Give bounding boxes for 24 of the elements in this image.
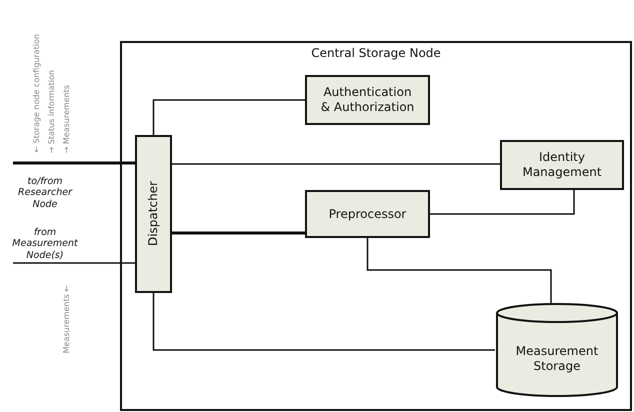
node-label: Dispatcher	[146, 181, 161, 247]
connector-line	[366, 238, 552, 303]
node-label: Identity Management	[521, 150, 603, 180]
process-box	[305, 190, 430, 238]
connector-line	[13, 162, 135, 164]
process-box	[305, 75, 430, 125]
node-label: Preprocessor	[328, 206, 408, 222]
connector-line	[430, 190, 575, 215]
flow-note: Measurements ←	[62, 285, 71, 354]
connector-line	[13, 262, 135, 264]
process-box	[500, 140, 624, 190]
process-box	[135, 135, 172, 293]
container-box	[120, 41, 632, 411]
flow-note: ← Storage node configuration	[32, 34, 41, 153]
node-label: Measurement Storage	[514, 344, 600, 374]
database-cylinder	[495, 302, 619, 398]
container-title: Central Storage Node	[311, 46, 441, 61]
connector-line	[152, 293, 495, 351]
connector-line	[172, 163, 500, 165]
connector-line	[152, 99, 305, 135]
flow-note: → Measurements	[62, 84, 71, 153]
node-label: Authentication & Authorization	[320, 85, 416, 115]
flow-note: → Status information	[47, 70, 56, 153]
connector-line	[172, 232, 305, 234]
